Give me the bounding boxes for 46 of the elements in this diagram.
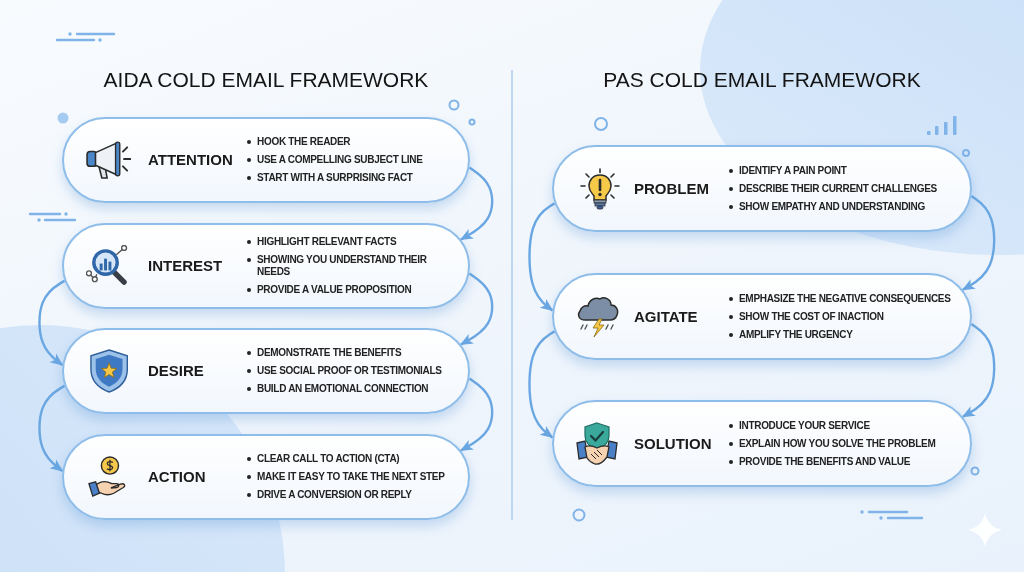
step-pill bbox=[62, 117, 470, 203]
bullet-item: DESCRIBE THEIR CURRENT CHALLENGES bbox=[728, 182, 960, 195]
step-title: INTEREST bbox=[148, 257, 223, 275]
bullet-item: INTRODUCE YOUR SERVICE bbox=[728, 419, 960, 432]
bullet-item: DEMONSTRATE THE BENEFITS bbox=[246, 347, 458, 359]
step-pill bbox=[62, 328, 470, 414]
step-title: DESIRE bbox=[148, 362, 204, 380]
column-title: AIDA COLD EMAIL FRAMEWORK bbox=[103, 67, 429, 93]
bullet-item: PROVIDE A VALUE PROPOSITION bbox=[246, 284, 458, 296]
bullet-item: BUILD AN EMOTIONAL CONNECTION bbox=[246, 383, 458, 395]
step-pill bbox=[552, 145, 972, 232]
curved-arrow bbox=[528, 202, 556, 312]
curved-arrow bbox=[459, 377, 494, 452]
column-title: PAS COLD EMAIL FRAMEWORK bbox=[603, 67, 921, 93]
curved-arrow bbox=[528, 330, 556, 439]
step-title: AGITATE bbox=[634, 307, 698, 326]
bullet-item: HIGHLIGHT RELEVANT FACTS bbox=[246, 236, 458, 248]
bullet-item: SHOW EMPATHY AND UNDERSTANDING bbox=[728, 200, 960, 213]
bullet-item: EMPHASIZE THE NEGATIVE CONSEQUENCES bbox=[728, 292, 960, 305]
step-title: PROBLEM bbox=[634, 179, 709, 198]
step-title: SOLUTION bbox=[634, 434, 712, 453]
curved-arrow bbox=[38, 384, 66, 472]
bullet-item: CLEAR CALL TO ACTION (CTA) bbox=[246, 453, 458, 465]
bullet-item: AMPLIFY THE URGENCY bbox=[728, 328, 960, 341]
bullet-item: EXPLAIN HOW YOU SOLVE THE PROBLEM bbox=[728, 437, 960, 450]
curved-arrow bbox=[38, 279, 66, 366]
step-title: ACTION bbox=[148, 468, 206, 486]
step-pill bbox=[62, 223, 470, 309]
bullet-item: USE SOCIAL PROOF OR TESTIMONIALS bbox=[246, 365, 458, 377]
bullet-item: DRIVE A CONVERSION OR REPLY bbox=[246, 489, 458, 501]
bullet-item: MAKE IT EASY TO TAKE THE NEXT STEP bbox=[246, 471, 458, 483]
step-pill bbox=[552, 400, 972, 487]
step-title: ATTENTION bbox=[148, 151, 233, 169]
bullet-item: USE A COMPELLING SUBJECT LINE bbox=[246, 154, 458, 166]
curved-arrow bbox=[459, 166, 494, 241]
bullet-item: IDENTIFY A PAIN POINT bbox=[728, 164, 960, 177]
bullet-item: SHOW THE COST OF INACTION bbox=[728, 310, 960, 323]
bullet-item: HOOK THE READER bbox=[246, 136, 458, 148]
curved-arrow bbox=[961, 195, 996, 291]
curved-arrow bbox=[459, 272, 494, 346]
curved-arrow bbox=[961, 323, 996, 418]
bullet-item: PROVIDE THE BENEFITS AND VALUE bbox=[728, 455, 960, 468]
bullet-item: SHOWING YOU UNDERSTAND THEIR NEEDS bbox=[246, 254, 458, 278]
step-pill bbox=[552, 273, 972, 360]
bullet-item: START WITH A SURPRISING FACT bbox=[246, 172, 458, 184]
step-pill bbox=[62, 434, 470, 520]
